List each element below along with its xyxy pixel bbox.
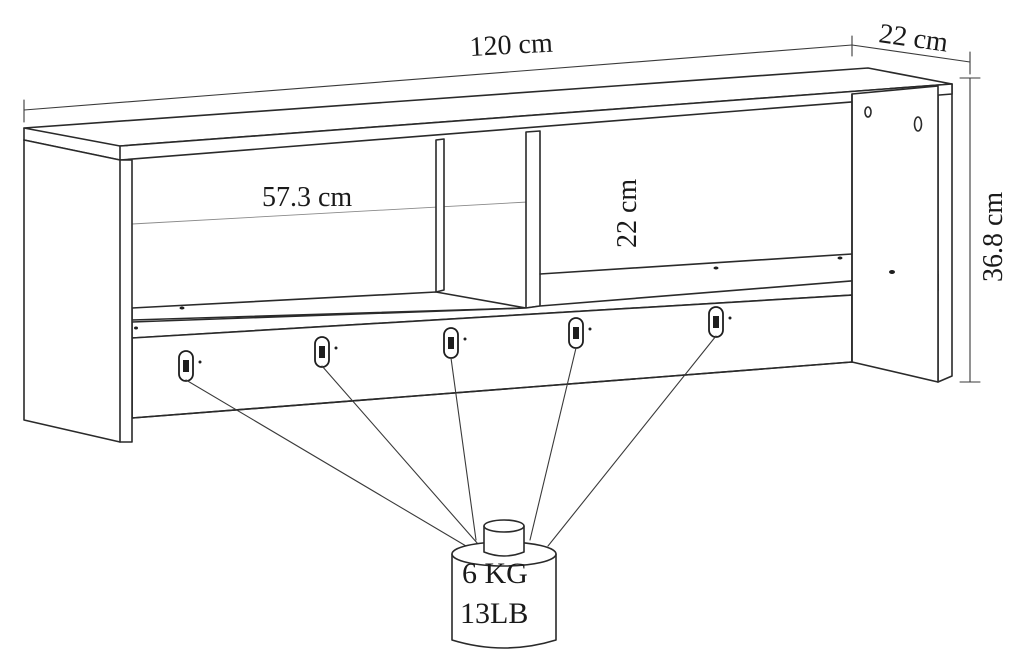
height-dimension bbox=[959, 77, 981, 383]
shelf-pin-icon bbox=[889, 270, 895, 274]
shelf-unit bbox=[23, 67, 953, 443]
hook-icon bbox=[568, 317, 592, 349]
compartment-width-label: 57.3 cm bbox=[262, 182, 352, 213]
hook-icon bbox=[314, 336, 338, 368]
shelf-pin-icon bbox=[713, 266, 719, 270]
left-inner-wall bbox=[435, 138, 445, 293]
top-board bbox=[23, 67, 953, 147]
width-dimension bbox=[23, 35, 853, 123]
hook-icon bbox=[708, 306, 732, 338]
shelf-pin-icon bbox=[134, 326, 138, 330]
right-end-panel bbox=[851, 85, 939, 383]
top-board-front-edge bbox=[119, 83, 953, 161]
shelf-pin-icon bbox=[179, 306, 185, 310]
weight-lb-label: 13LB bbox=[460, 597, 528, 630]
load-strings bbox=[185, 335, 717, 547]
height-label: 36.8 cm bbox=[978, 192, 1009, 282]
width-label: 120 cm bbox=[469, 28, 554, 63]
shelf-pin-icon bbox=[837, 256, 843, 260]
hook-icon bbox=[178, 350, 202, 382]
mount-hole-right-icon bbox=[913, 116, 923, 132]
weight-icon bbox=[451, 519, 557, 649]
weight-kg-label: 6 KG bbox=[462, 557, 528, 590]
right-side-panel bbox=[937, 83, 953, 383]
center-divider bbox=[525, 130, 541, 309]
left-side-panel bbox=[23, 139, 133, 443]
hooks bbox=[178, 306, 732, 382]
depth-label: 22 cm bbox=[877, 18, 950, 58]
mount-hole-left-icon bbox=[864, 106, 872, 118]
depth-dimension bbox=[851, 44, 971, 75]
compartment-height-label: 22 cm bbox=[612, 179, 643, 248]
